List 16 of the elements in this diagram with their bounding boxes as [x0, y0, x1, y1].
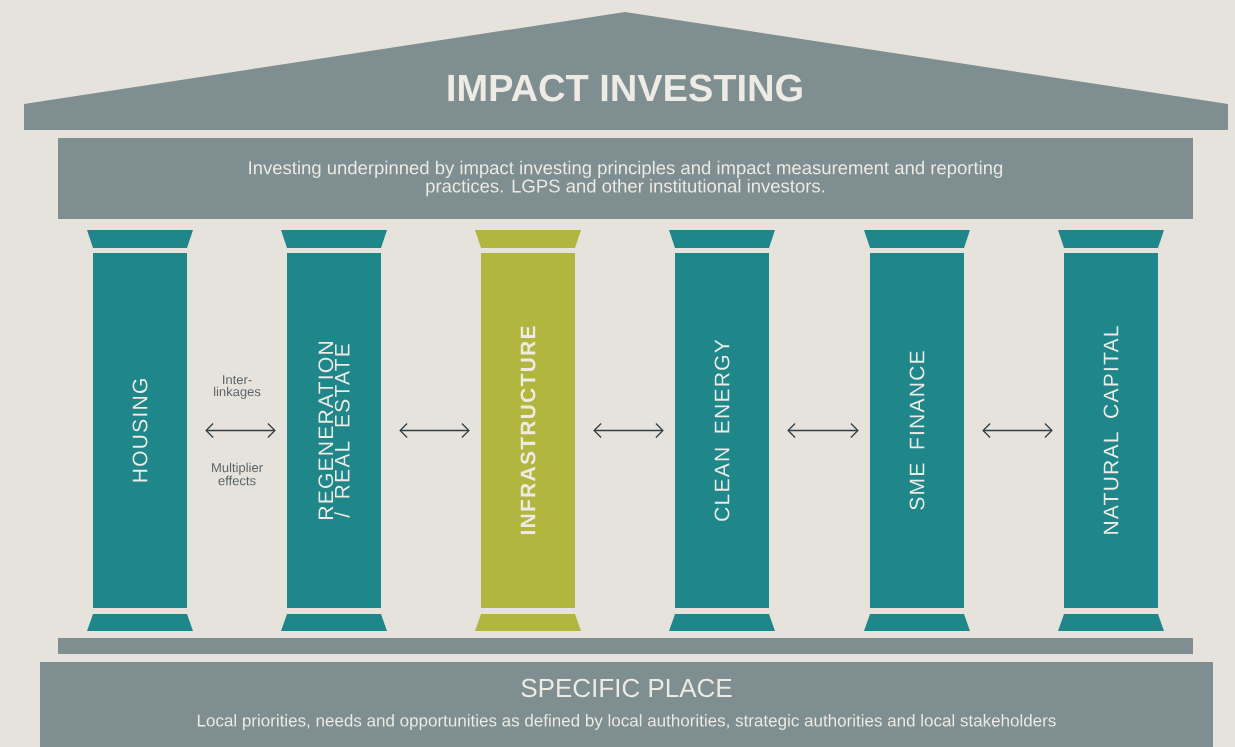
double-arrow	[399, 422, 470, 439]
pillar: REGENERATION / REAL ESTATE	[281, 230, 387, 631]
double-arrow	[593, 422, 664, 439]
roof-banner: IMPACT INVESTING	[24, 12, 1228, 130]
pillar: HOUSING	[87, 230, 193, 631]
side-note: Inter-linkages	[214, 375, 261, 399]
double-arrow	[982, 422, 1053, 439]
foundation-band: SPECIFIC PLACE Local priorities, needs and opportunities as defined by local authorities, strategic authorities and local stakeholders	[40, 638, 1213, 747]
principles-band: Investing underpinned by impact investing principles and impact measurement and reporting practices. LGPS and other institutional investors.	[58, 138, 1193, 219]
pillar: INFRASTRUCTURE	[475, 230, 581, 631]
pillar: CLEAN ENERGY	[669, 230, 775, 631]
side-note: Multiplier effects	[212, 462, 263, 486]
double-arrow	[787, 422, 859, 439]
pillar: NATURAL CAPITAL	[1058, 230, 1164, 631]
double-arrow	[205, 422, 276, 439]
pillar: SME FINANCE	[864, 230, 970, 631]
